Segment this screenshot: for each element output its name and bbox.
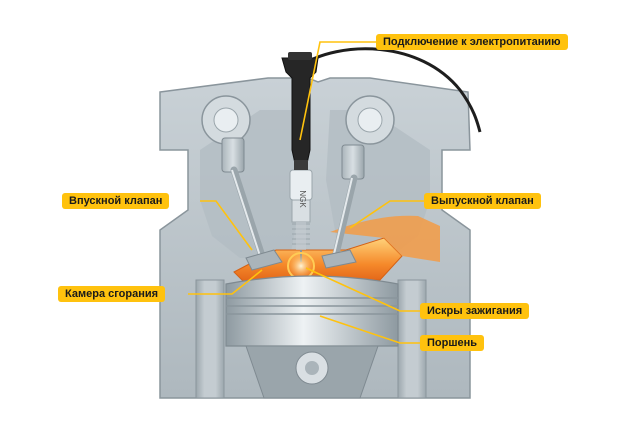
label-piston: Поршень (420, 335, 485, 351)
leader-exhaust (349, 200, 424, 229)
label-power-connection: Подключение к электропитанию (376, 34, 568, 50)
intake-valve-head (245, 249, 283, 271)
intake-camshaft (201, 95, 251, 145)
leader-piston (319, 315, 420, 344)
cylinder-wall-left (195, 279, 225, 399)
label-exhaust-valve: Выпускной клапан (424, 193, 541, 209)
exhaust-valve-stem (332, 174, 358, 258)
exhaust-tappet (341, 144, 365, 180)
exhaust-port-flame (330, 215, 440, 262)
leader-power (299, 41, 378, 141)
intake-valve-stem-hl (231, 169, 261, 257)
ignition-cable (299, 47, 482, 133)
spark-plug-marking: NGK (298, 190, 307, 208)
ignition-boot-tip (294, 160, 308, 170)
spark-glow (287, 252, 315, 280)
label-ignition-sparks: Искры зажигания (420, 303, 530, 319)
ignition-boot-cap (288, 52, 312, 60)
leader-chamber (188, 269, 263, 295)
leader-sparks (305, 267, 420, 312)
label-intake-valve: Впускной клапан (62, 193, 170, 209)
exhaust-camshaft (345, 95, 395, 145)
intake-valve-stem (230, 166, 266, 260)
label-combustion-chamber: Камера сгорания (58, 286, 166, 302)
leader-lines (188, 41, 424, 344)
exhaust-valve-head (321, 249, 357, 269)
leader-intake (200, 200, 253, 251)
exhaust-valve-stem-hl (333, 177, 353, 255)
